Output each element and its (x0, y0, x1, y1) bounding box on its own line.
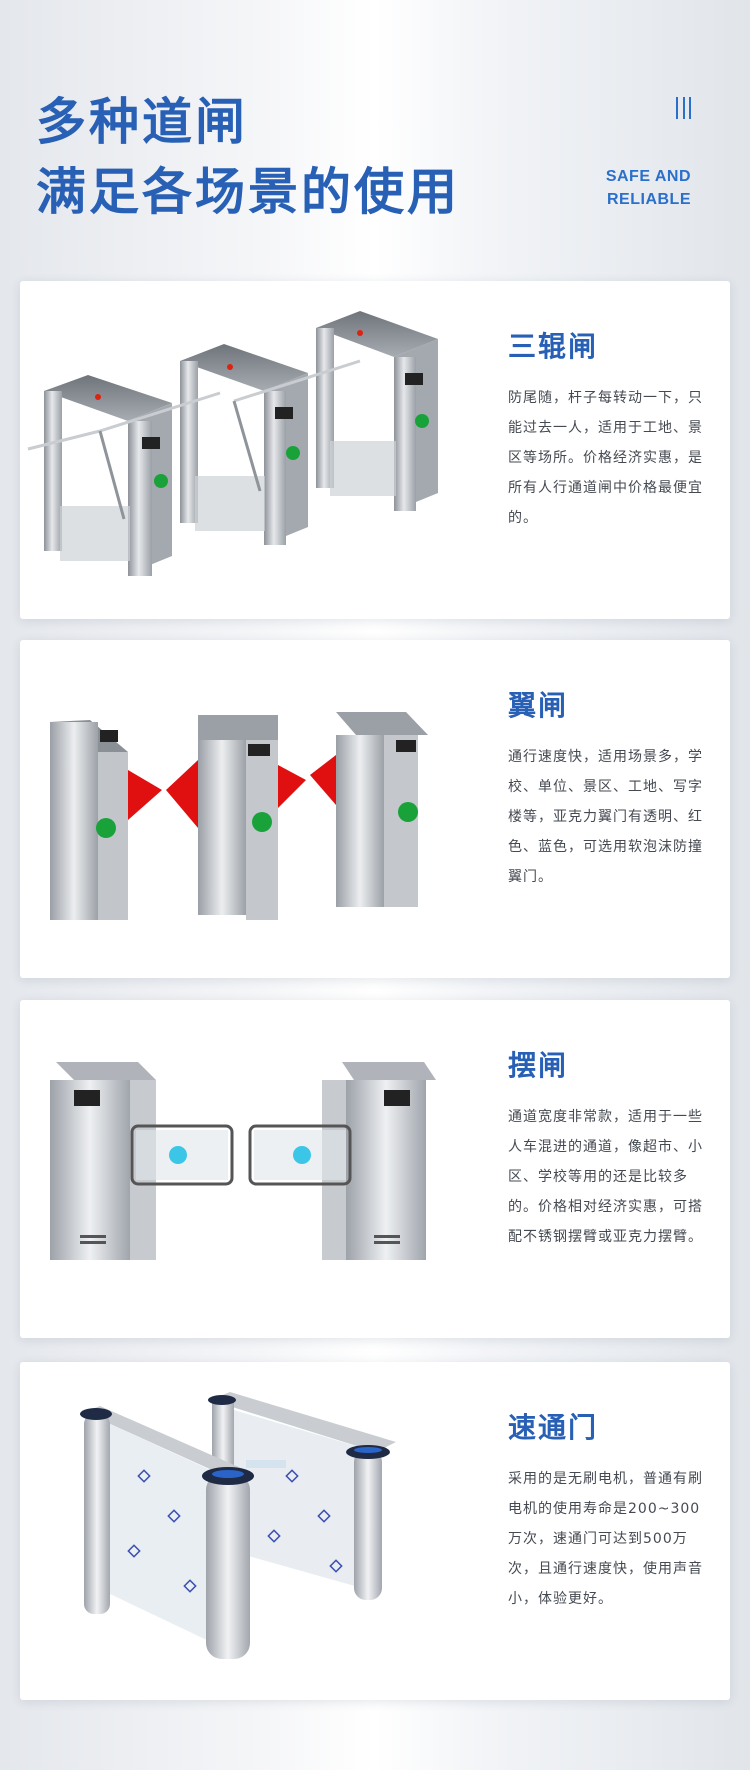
product-description: 通道宽度非常款，适用于一些人车混进的通道，像超市、小区、学校等用的还是比较多的。… (508, 1109, 703, 1245)
page-header: 多种道闸 满足各场景的使用 SAFE AND RELIABLE (0, 0, 750, 260)
tripod-unit-left (27, 375, 221, 576)
swing-unit-right (248, 1062, 436, 1260)
product-description: 防尾随，杆子每转动一下，只能过去一人，适用于工地、景区等场所。价格经济实惠，是所… (508, 390, 703, 526)
flap-unit-right (310, 712, 428, 907)
flap-unit-middle (166, 715, 306, 920)
swing-unit-left (50, 1062, 234, 1260)
flap-unit-left (50, 720, 162, 920)
tagline-line2: RELIABLE (607, 191, 691, 208)
page-title-line1: 多种道闸 (36, 93, 248, 151)
product-title: 翼闸 (508, 689, 569, 722)
product-title: 三辊闸 (508, 330, 599, 363)
product-title: 速通门 (508, 1411, 599, 1444)
product-description: 通行速度快，适用场景多，学校、单位、景区、工地、写字楼等，亚克力翼门有透明、红色… (508, 749, 703, 885)
product-card-speed-gate: 速通门 采用的是无刷电机，普通有刷电机的使用寿命是200~300万次，速通门可达… (20, 1362, 730, 1700)
tagline-line1: SAFE AND (605, 168, 691, 185)
flap-barrier-image (50, 712, 428, 920)
product-title: 摆闸 (508, 1049, 569, 1082)
product-description: 采用的是无刷电机，普通有刷电机的使用寿命是200~300万次，速通门可达到500… (508, 1471, 703, 1607)
tripod-unit-middle (180, 344, 361, 545)
swing-barrier-image (50, 1062, 436, 1260)
product-card-tripod: 三辊闸 防尾随，杆子每转动一下，只能过去一人，适用于工地、景区等场所。价格经济实… (20, 281, 730, 619)
page-title-line2: 满足各场景的使用 (36, 163, 460, 221)
bars-icon (676, 97, 691, 119)
speed-gate-image (80, 1392, 396, 1659)
product-card-swing: 摆闸 通道宽度非常款，适用于一些人车混进的通道，像超市、小区、学校等用的还是比较… (20, 1000, 730, 1338)
speed-gate-unit-front (80, 1406, 286, 1659)
product-card-flap: 翼闸 通行速度快，适用场景多，学校、单位、景区、工地、写字楼等，亚克力翼门有透明… (20, 640, 730, 978)
tripod-turnstile-image (27, 311, 438, 576)
tripod-unit-right (316, 311, 438, 511)
